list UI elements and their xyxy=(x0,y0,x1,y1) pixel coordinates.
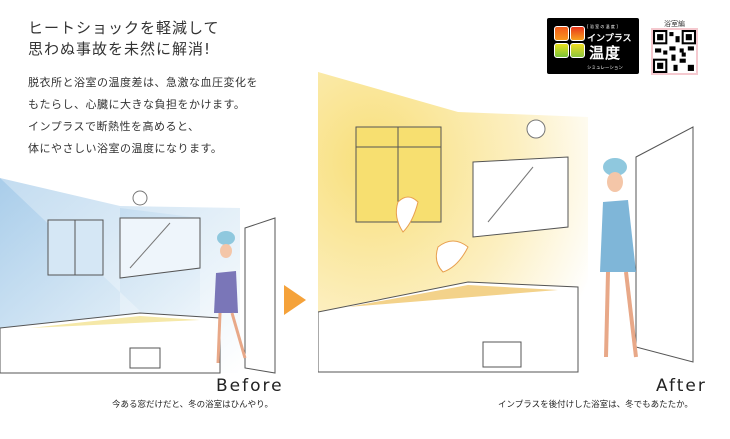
body-line: もたらし、心臓に大きな負担をかけます。 xyxy=(28,98,246,111)
logo-title: 温度 xyxy=(589,44,622,62)
arrow-right-icon xyxy=(284,285,306,315)
logo-tile xyxy=(554,43,569,58)
logo-brand: インプラス xyxy=(587,34,632,44)
body-line: 脱衣所と浴室の温度差は、急激な血圧変化を xyxy=(28,76,258,89)
onsen-simulation-logo[interactable]: [ 浴 室 の 温 度 ] インプラス 温度 シミュレーション xyxy=(547,18,639,74)
qr-pattern-icon xyxy=(653,30,696,73)
body-line: インプラスで断熱性を高めると、 xyxy=(28,120,200,133)
after-caption: インプラスを後付けした浴室は、冬でもあたたか。 xyxy=(498,400,693,410)
after-label: After xyxy=(656,376,707,396)
qr-label: 浴室編 xyxy=(664,20,685,28)
body-text: 脱衣所と浴室の温度差は、急激な血圧変化を もたらし、心臓に大きな負担をかけます。… xyxy=(28,72,258,160)
logo-tile xyxy=(570,26,585,41)
body-line: 体にやさしい浴室の温度になります。 xyxy=(28,142,223,155)
before-caption: 今ある窓だけだと、冬の浴室はひんやり。 xyxy=(112,400,273,410)
after-bathroom-illustration xyxy=(318,72,694,373)
logo-tile xyxy=(570,43,585,58)
headline-line-1: ヒートショックを軽減して xyxy=(28,19,220,37)
logo-top-text: [ 浴 室 の 温 度 ] xyxy=(587,24,618,29)
logo-tile xyxy=(554,26,569,41)
qr-code[interactable] xyxy=(651,28,698,75)
logo-sub: シミュレーション xyxy=(587,66,623,71)
before-bathroom-illustration xyxy=(0,178,276,374)
headline: ヒートショックを軽減して 思わぬ事故を未然に解消! xyxy=(28,18,220,60)
before-label: Before xyxy=(216,376,284,396)
headline-line-2: 思わぬ事故を未然に解消! xyxy=(28,40,212,58)
